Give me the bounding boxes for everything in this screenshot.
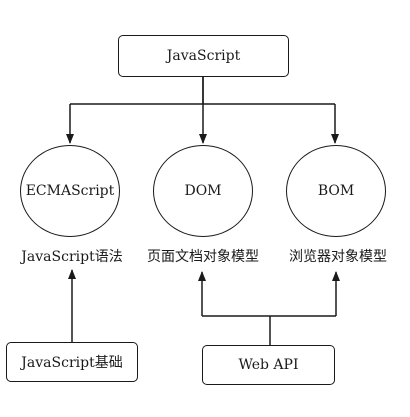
dom-caption: 页面文档对象模型 (147, 249, 259, 265)
javascript-node: JavaScript (118, 35, 289, 77)
dom-node-label: DOM (184, 183, 222, 199)
javascript-basics-node-label: JavaScript基础 (21, 355, 123, 371)
ecmascript-node-label: ECMAScript (25, 183, 115, 199)
bom-node-label: BOM (317, 183, 355, 199)
bom-caption: 浏览器对象模型 (289, 249, 387, 265)
ecmascript-caption: JavaScript语法 (21, 249, 123, 265)
web-api-node: Web API (202, 345, 335, 385)
javascript-basics-node: JavaScript基础 (6, 342, 138, 382)
dom-node: DOM (153, 145, 253, 237)
bom-node: BOM (286, 145, 386, 237)
web-api-node-label: Web API (238, 357, 299, 373)
javascript-node-label: JavaScript (166, 48, 241, 64)
ecmascript-node: ECMAScript (20, 145, 120, 237)
